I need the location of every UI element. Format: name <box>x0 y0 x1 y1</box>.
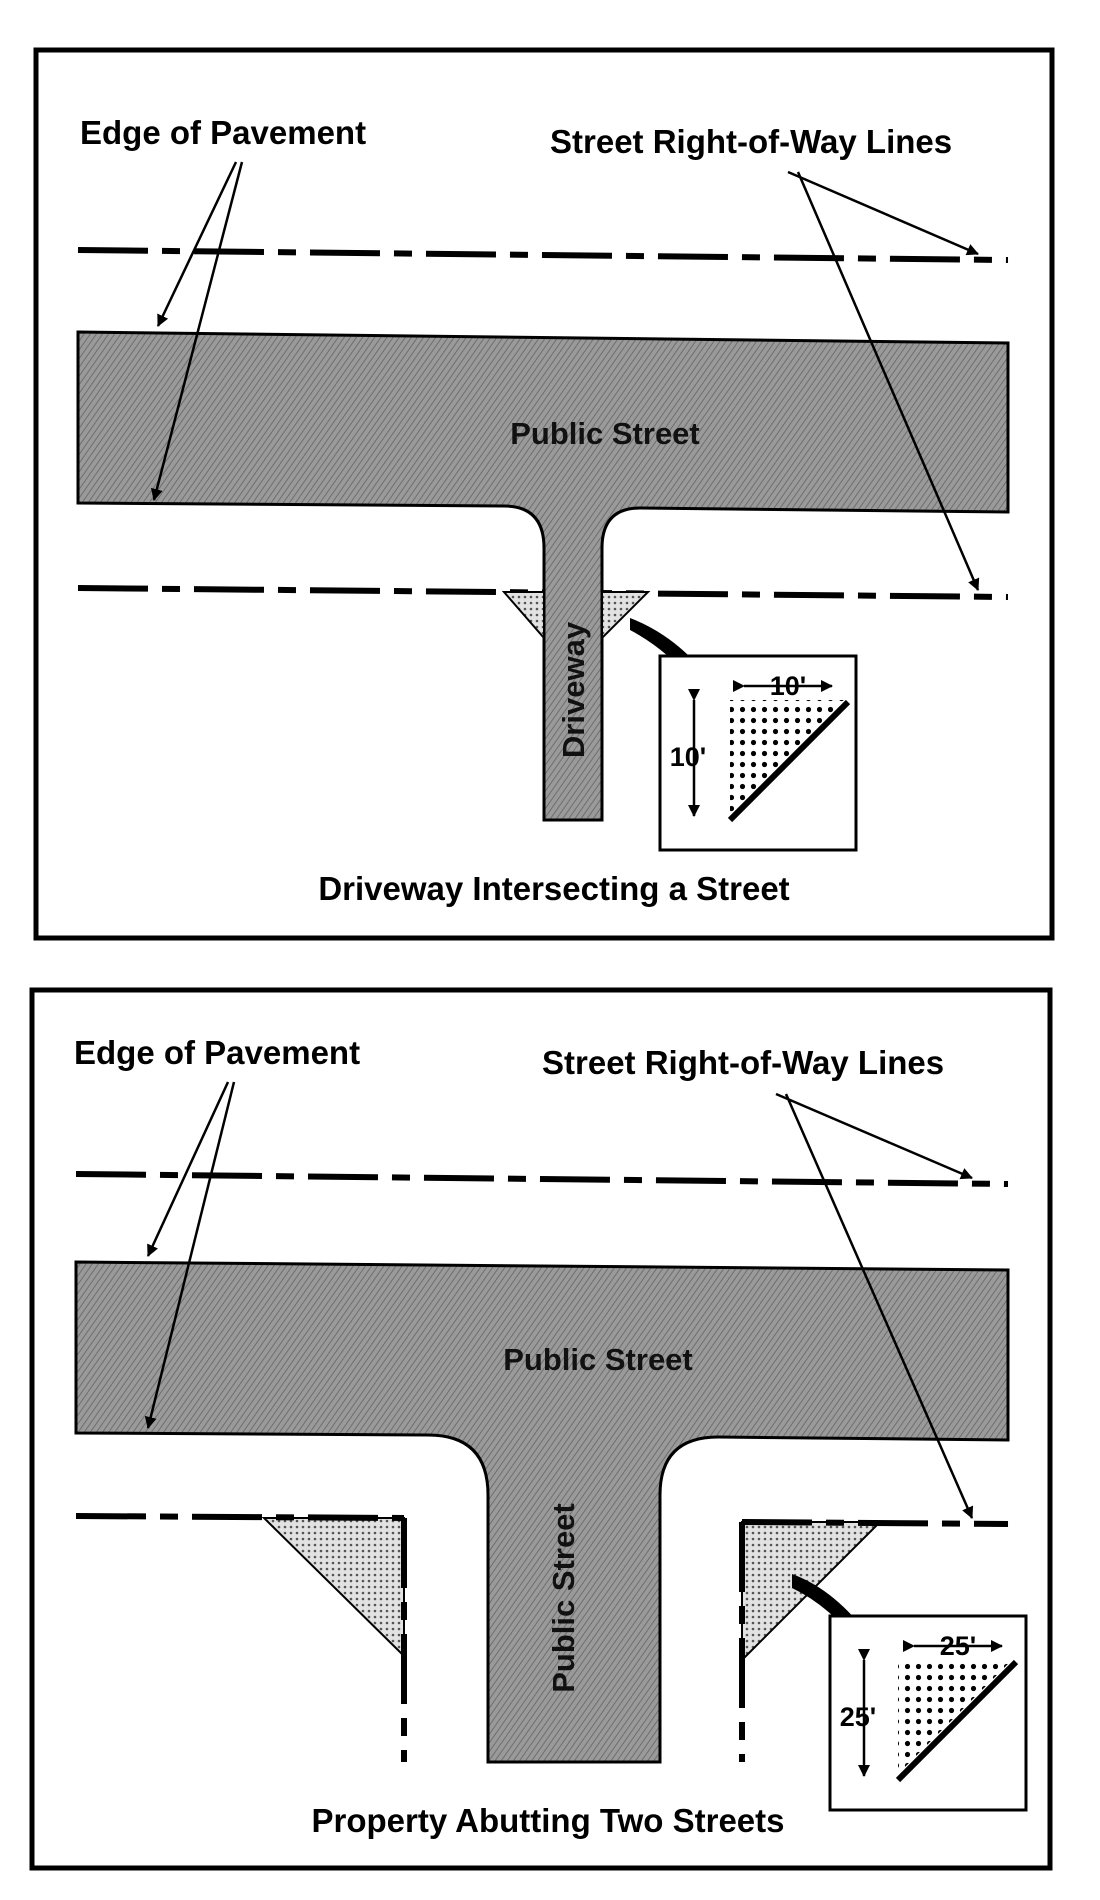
edge-arrow-lower <box>150 161 244 501</box>
edge-arrow-lower <box>144 1081 236 1429</box>
row-line-upper <box>77 247 1009 263</box>
sight-triangle-right <box>601 591 651 641</box>
edge-arrow-upper <box>156 161 238 327</box>
sight-triangle-detail-inset: 10' 10' <box>658 654 858 852</box>
inset-hypotenuse <box>895 1659 1019 1783</box>
public-street-label: Public Street <box>503 1342 693 1377</box>
row-arrow-upper <box>775 1092 973 1180</box>
public-street-pavement <box>76 330 1010 822</box>
sight-triangle-left <box>501 591 545 641</box>
driveway-label: Driveway <box>556 621 591 758</box>
inset-leader-arrow <box>630 618 712 700</box>
edge-of-pavement-label: Edge of Pavement <box>74 1034 360 1071</box>
row-arrow-upper <box>787 170 979 256</box>
edge-of-pavement-label: Edge of Pavement <box>80 114 366 151</box>
inset-dim-v-label: 10' <box>670 742 706 772</box>
row-arrow-lower <box>796 171 980 591</box>
inset-dim-h-label: 10' <box>770 671 806 701</box>
row-line-lower-right <box>741 1519 1009 1527</box>
right-of-way-label: Street Right-of-Way Lines <box>550 123 952 160</box>
panel-caption: Driveway Intersecting a Street <box>318 870 789 907</box>
panel-caption: Property Abutting Two Streets <box>311 1802 784 1839</box>
public-street-label: Public Street <box>510 416 700 451</box>
row-line-upper <box>75 1171 1009 1187</box>
edge-arrow-upper <box>146 1081 230 1257</box>
right-of-way-label: Street Right-of-Way Lines <box>542 1044 944 1081</box>
public-street-pavement <box>74 1260 1010 1764</box>
inset-dim-v-label: 25' <box>840 1702 876 1732</box>
inset-hypotenuse <box>727 699 851 823</box>
panel-property-abutting-two-streets: Edge of Pavement Street Right-of-Way Lin… <box>29 987 1053 1871</box>
inset-dotted-triangle <box>730 700 844 814</box>
inset-dim-h-label: 25' <box>940 1631 976 1661</box>
inset-dotted-triangle <box>898 1660 1012 1774</box>
sight-triangle-detail-inset: 25' 25' <box>828 1614 1028 1812</box>
panel-driveway-intersecting-street: Edge of Pavement Street Right-of-Way Lin… <box>33 47 1055 941</box>
row-arrow-lower <box>784 1093 974 1519</box>
row-line-lower-left <box>75 1513 405 1521</box>
side-street-label: Public Street <box>546 1503 581 1693</box>
